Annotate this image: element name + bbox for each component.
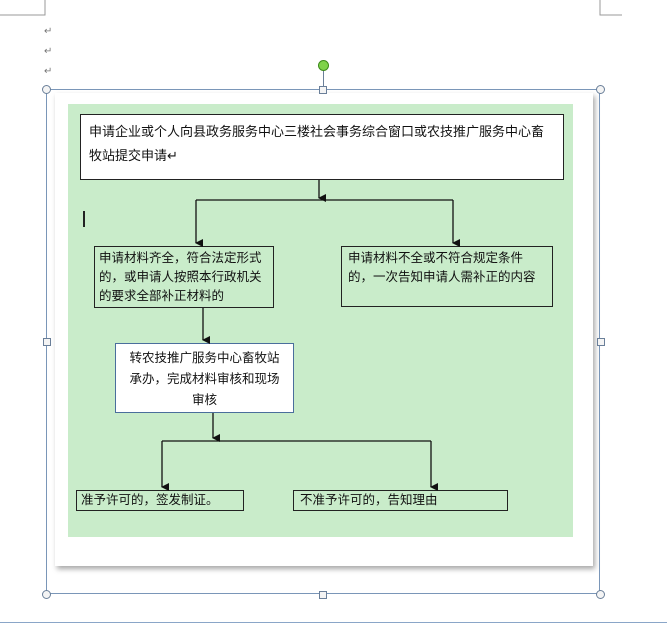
rotate-handle-stem bbox=[323, 70, 324, 89]
flow-box-permit-granted: 准予许可的，签发制证。 bbox=[76, 490, 244, 511]
page-bottom-rule bbox=[0, 622, 667, 623]
resize-handle-top-right[interactable] bbox=[596, 85, 605, 94]
text-cursor bbox=[83, 211, 85, 227]
resize-handle-middle-right[interactable] bbox=[597, 338, 605, 346]
resize-handle-middle-left[interactable] bbox=[43, 338, 51, 346]
resize-handle-top-left[interactable] bbox=[42, 85, 51, 94]
rotate-handle[interactable] bbox=[318, 60, 329, 71]
resize-handle-bottom-right[interactable] bbox=[596, 590, 605, 599]
flow-box-materials-complete: 申请材料齐全，符合法定形式的，或申请人按照本行政机关的要求全部补正材料的 bbox=[94, 246, 274, 308]
flow-box-review: 转农技推广服务中心畜牧站承办，完成材料审核和现场审核 bbox=[115, 343, 294, 413]
resize-handle-bottom-middle[interactable] bbox=[319, 591, 327, 599]
selection-frame bbox=[46, 89, 600, 594]
paragraph-mark: ↵ bbox=[44, 46, 53, 57]
flow-box-materials-incomplete: 申请材料不全或不符合规定条件的，一次告知申请人需补正的内容 bbox=[341, 246, 553, 307]
resize-handle-bottom-left[interactable] bbox=[42, 590, 51, 599]
paragraph-mark: ↵ bbox=[44, 26, 53, 37]
page-corner-mark-left bbox=[0, 0, 622, 16]
resize-handle-top-middle[interactable] bbox=[319, 86, 327, 94]
paragraph-mark: ↵ bbox=[44, 66, 53, 77]
flow-box-permit-denied: 不准予许可的，告知理由 bbox=[293, 490, 508, 511]
flow-box-submit-application: 申请企业或个人向县政务服务中心三楼社会事务综合窗口或农技推广服务中心畜牧站提交申… bbox=[80, 114, 564, 180]
